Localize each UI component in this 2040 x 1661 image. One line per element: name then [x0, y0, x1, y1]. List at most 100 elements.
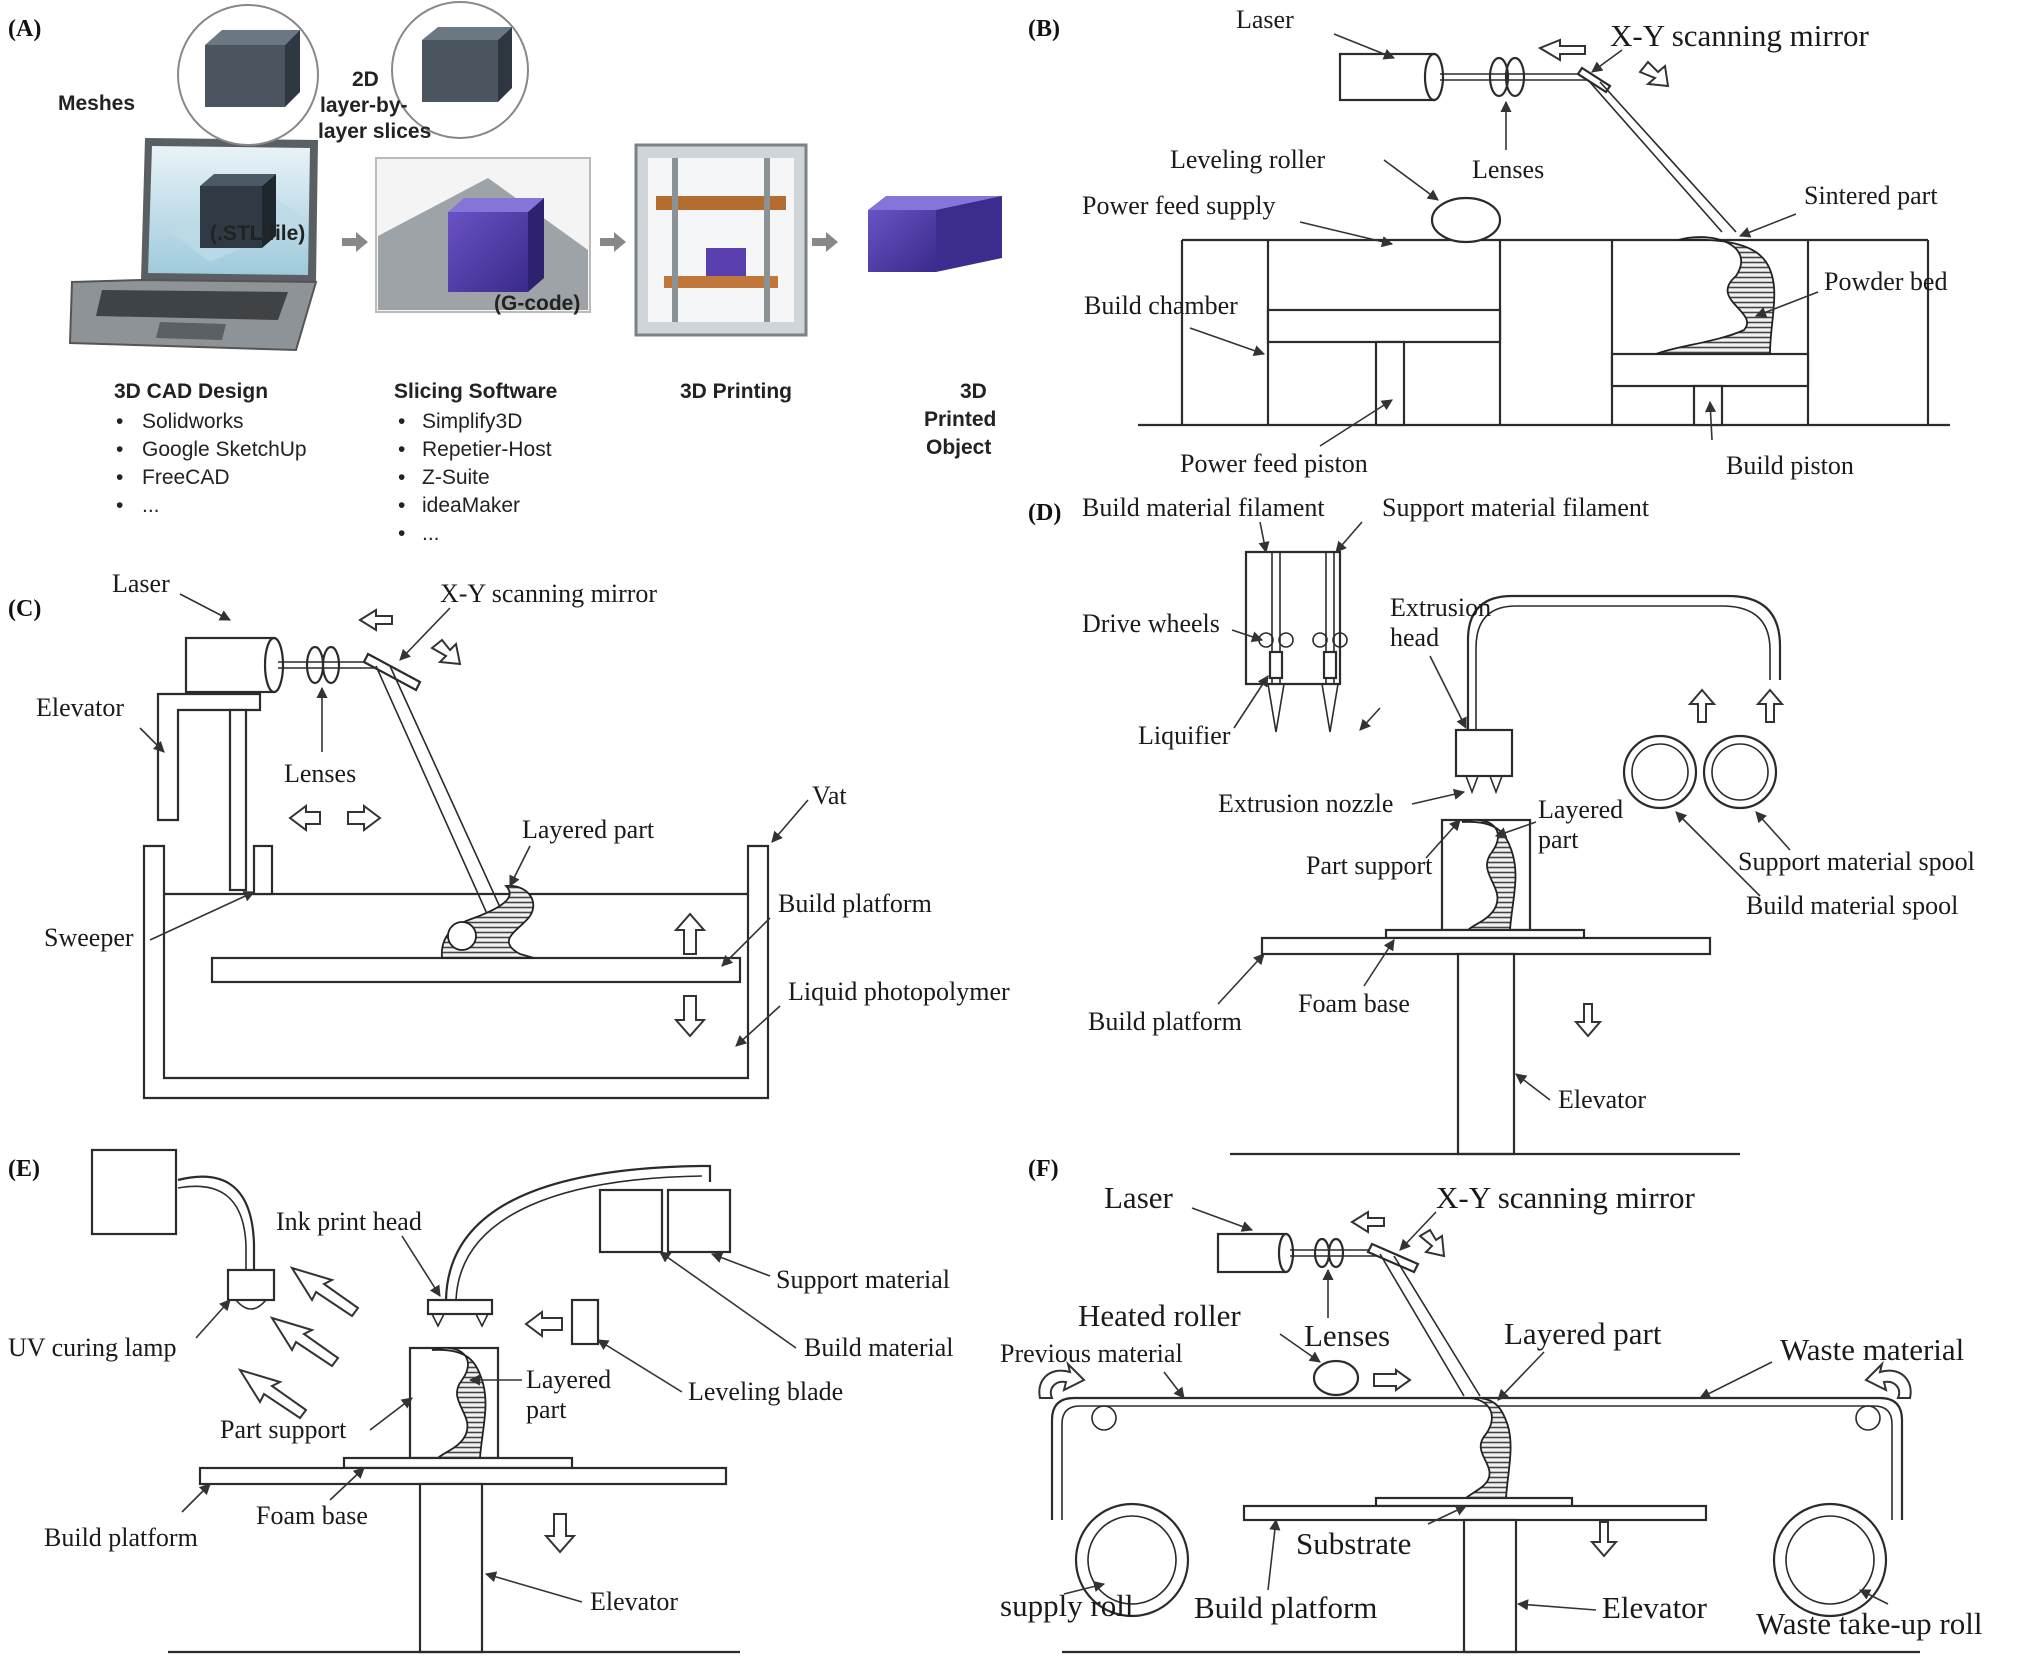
move-arrow-icon: [288, 804, 321, 832]
slices-line2: layer-by-: [320, 94, 408, 117]
arrow-icon: [812, 232, 838, 252]
svg-text:•: •: [116, 410, 123, 433]
cad-list: •Solidworks •Google SketchUp •FreeCAD •.…: [116, 410, 307, 517]
panel-b-tag: (B): [1028, 16, 1060, 42]
elevator-frame: [156, 692, 262, 822]
up-arrow-icon: [1755, 688, 1785, 723]
build-filament-label: Build material filament: [1082, 493, 1325, 522]
build-piston-label: Build piston: [1726, 451, 1854, 480]
arrow-icon: [342, 232, 368, 252]
previous-label: Previous material: [1000, 1339, 1183, 1368]
build-material-label: Build material: [804, 1333, 953, 1362]
uv-ray-icon: [289, 1266, 360, 1318]
ext-head-line1: Extrusion: [1390, 593, 1491, 622]
sintered-part: [1655, 236, 1776, 355]
build-platform: [1260, 936, 1712, 956]
elevator-column: [1456, 952, 1516, 1156]
sweeper-label: Sweeper: [44, 923, 134, 952]
build-piston-plate: [1610, 352, 1810, 388]
laser-icon: [184, 636, 276, 694]
platform-label: Build platform: [1088, 1007, 1242, 1036]
mesh-zoom-icon: [205, 45, 285, 107]
support-material-label: Support material: [776, 1265, 950, 1294]
feed-piston-label: Power feed piston: [1180, 449, 1368, 478]
mirror-label: X-Y scanning mirror: [440, 579, 657, 608]
liquifier-label: Liquifier: [1138, 721, 1231, 750]
panel-e: (E) Ink print head Support material UV c…: [8, 1148, 953, 1654]
move-arrow-icon: [358, 608, 393, 632]
down-arrow-icon: [1573, 1003, 1603, 1038]
panel-f: (F) Laser X-Y scanning mirror: [1000, 1156, 1982, 1654]
gcode-label: (G-code): [494, 292, 580, 315]
panel-d: (D) Build material: [1028, 493, 1975, 1156]
substrate-label: Substrate: [1296, 1526, 1411, 1561]
list-item: ideaMaker: [422, 494, 520, 517]
right-arrow-icon: [1373, 1368, 1412, 1392]
part-support-label: Part support: [220, 1415, 347, 1444]
layered-part: [1461, 1397, 1512, 1499]
slices-line3: layer slices: [318, 120, 431, 143]
sintered-label: Sintered part: [1804, 181, 1938, 210]
elevator-label: Elevator: [1558, 1085, 1646, 1114]
drive-wheel-icon: [1312, 632, 1328, 648]
guide-roller-icon: [1091, 1405, 1117, 1431]
takeup-roll-icon: [1772, 1502, 1888, 1618]
layered-part: [1461, 819, 1517, 931]
svg-text:•: •: [398, 438, 405, 461]
build-platform: [198, 1466, 728, 1486]
layered-label: Layered part: [522, 815, 655, 844]
foam-label: Foam base: [1298, 989, 1410, 1018]
arrow-icon: [600, 232, 626, 252]
move-arrow-icon: [1638, 60, 1670, 88]
part-support: [1440, 818, 1532, 932]
svg-text:•: •: [398, 410, 405, 433]
build-platform: [210, 956, 742, 984]
uv-ray-icon: [237, 1368, 308, 1420]
leveling-roller-icon: [1430, 196, 1502, 244]
svg-text:•: •: [398, 522, 405, 545]
uv-lamp-icon: [226, 1268, 276, 1302]
list-item: Simplify3D: [422, 410, 522, 433]
blade-label: Leveling blade: [688, 1377, 843, 1406]
list-item: Solidworks: [142, 410, 244, 433]
panel-b: (B) Laser X-Y scanning mirror Lenses: [1028, 5, 1950, 480]
build-material-box: [598, 1188, 664, 1254]
list-item: ...: [142, 494, 160, 517]
platform-label: Build platform: [44, 1523, 198, 1552]
laser-label: Laser: [1104, 1180, 1174, 1215]
elevator-column: [1462, 1518, 1518, 1654]
slice-list: •Simplify3D •Repetier-Host •Z-Suite •ide…: [398, 410, 552, 545]
support-spool-label: Support material spool: [1738, 847, 1975, 876]
layered-line1: Layered: [526, 1365, 611, 1394]
elevator-label: Elevator: [1602, 1590, 1708, 1625]
up-arrow-icon: [673, 912, 707, 955]
mirror-label: X-Y scanning mirror: [1436, 1180, 1696, 1215]
platform-label: Build platform: [1194, 1590, 1377, 1625]
part-support-label: Part support: [1306, 851, 1433, 880]
printer-illustration: [634, 143, 808, 337]
list-item: Z-Suite: [422, 466, 490, 489]
laser-label: Laser: [1236, 5, 1294, 34]
elevator-label: Elevator: [36, 693, 124, 722]
laser-icon: [1338, 52, 1436, 102]
panel-c: (C) Laser X-Y scanning mirror Elevator L…: [8, 569, 1010, 1100]
waste-label: Waste material: [1780, 1332, 1964, 1367]
layered-line2: part: [1538, 825, 1579, 854]
drive-wheel-icon: [1278, 632, 1294, 648]
object-line3: Object: [926, 436, 991, 459]
move-arrow-icon: [1418, 1228, 1446, 1258]
mirror-icon: [1576, 66, 1612, 94]
sliced-cube-icon: [448, 212, 528, 292]
move-arrow-icon: [347, 804, 382, 832]
ink-head-icon: [426, 1298, 494, 1316]
vat-label: Vat: [812, 781, 847, 810]
photopolymer-label: Liquid photopolymer: [788, 977, 1010, 1006]
down-arrow-icon: [543, 1513, 577, 1554]
mesh-cube-icon: [200, 186, 262, 248]
left-arrow-icon: [524, 1310, 563, 1338]
laser-icon: [1216, 1232, 1288, 1274]
build-platform: [1242, 1504, 1708, 1522]
list-item: Repetier-Host: [422, 438, 552, 461]
up-arrow-icon: [1687, 688, 1717, 723]
sweeper-icon: [252, 844, 274, 896]
